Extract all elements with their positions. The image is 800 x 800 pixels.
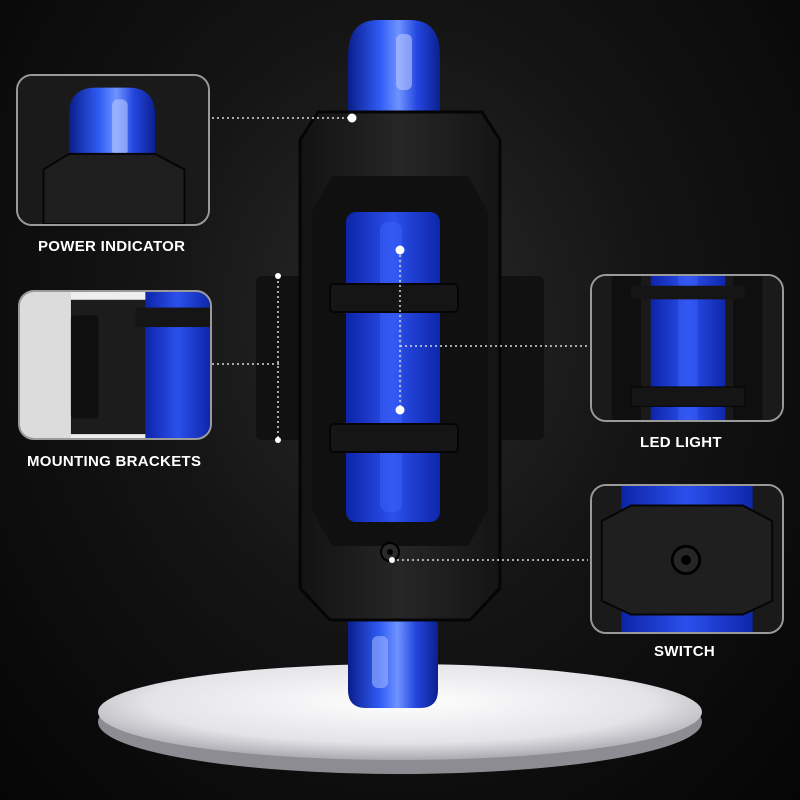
mounting-brackets	[256, 276, 544, 440]
led-bar	[346, 212, 440, 522]
mounting-brackets-label: MOUNTING BRACKETS	[27, 453, 202, 470]
callout-lines	[212, 117, 588, 561]
switch-callout	[590, 484, 784, 634]
mounting-brackets-closeup	[20, 292, 210, 438]
mounting-brackets-callout	[18, 290, 212, 440]
switch-label: SWITCH	[654, 643, 715, 660]
led-light-callout	[590, 274, 784, 422]
power-indicator-label: POWER INDICATOR	[38, 238, 186, 255]
straps	[329, 283, 459, 453]
led-light-label: LED LIGHT	[640, 434, 722, 451]
switch-closeup	[592, 486, 782, 632]
power-indicator-callout	[16, 74, 210, 226]
callout-dots	[275, 113, 405, 563]
display-pedestal	[98, 664, 702, 774]
led-light-closeup	[592, 276, 782, 420]
power-indicator-closeup	[18, 76, 208, 224]
switch-button	[380, 542, 400, 562]
